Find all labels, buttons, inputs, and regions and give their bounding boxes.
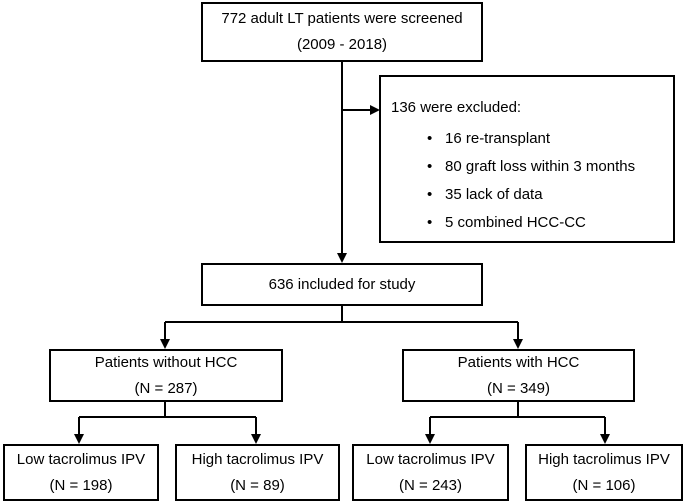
group-box-high-no-hcc: High tacrolimus IPV (N = 89) xyxy=(175,444,340,501)
group-line-2: (N = 198) xyxy=(49,476,113,494)
bullet-icon: • xyxy=(427,158,433,175)
group-line-1: Low tacrolimus IPV xyxy=(366,450,495,468)
hcc-line-2: (N = 349) xyxy=(487,379,550,397)
screened-line-1: 772 adult LT patients were screened xyxy=(221,10,463,27)
included-label: 636 included for study xyxy=(268,275,416,293)
group-line-1: Low tacrolimus IPV xyxy=(16,450,146,468)
group-line-2: (N = 106) xyxy=(572,476,636,494)
excluded-list: •16 re-transplant •80 graft loss within … xyxy=(391,125,635,237)
group-line-1: High tacrolimus IPV xyxy=(191,450,324,468)
bullet-icon: • xyxy=(427,130,433,147)
excluded-item: •16 re-transplant xyxy=(427,125,635,153)
hcc-line-1: Patients with HCC xyxy=(457,353,580,371)
included-box: 636 included for study xyxy=(201,263,483,306)
no-hcc-box: Patients without HCC (N = 287) xyxy=(49,349,283,402)
group-line-2: (N = 243) xyxy=(399,476,462,494)
hcc-box: Patients with HCC (N = 349) xyxy=(402,349,635,402)
bullet-icon: • xyxy=(427,214,433,231)
no-hcc-line-2: (N = 287) xyxy=(134,379,198,397)
excluded-item: •35 lack of data xyxy=(427,181,635,209)
bullet-icon: • xyxy=(427,186,433,203)
screened-line-2: (2009 - 2018) xyxy=(296,36,388,53)
no-hcc-line-1: Patients without HCC xyxy=(94,353,238,371)
excluded-item: •80 graft loss within 3 months xyxy=(427,153,635,181)
group-line-1: High tacrolimus IPV xyxy=(538,450,670,468)
group-box-low-no-hcc: Low tacrolimus IPV (N = 198) xyxy=(3,444,159,501)
group-box-low-hcc: Low tacrolimus IPV (N = 243) xyxy=(352,444,509,501)
excluded-box: 136 were excluded: •16 re-transplant •80… xyxy=(379,75,675,243)
excluded-title: 136 were excluded: xyxy=(391,99,522,116)
group-box-high-hcc: High tacrolimus IPV (N = 106) xyxy=(525,444,683,501)
group-line-2: (N = 89) xyxy=(230,476,285,494)
screened-box: 772 adult LT patients were screened (200… xyxy=(201,2,483,62)
excluded-item: •5 combined HCC-CC xyxy=(427,209,635,237)
